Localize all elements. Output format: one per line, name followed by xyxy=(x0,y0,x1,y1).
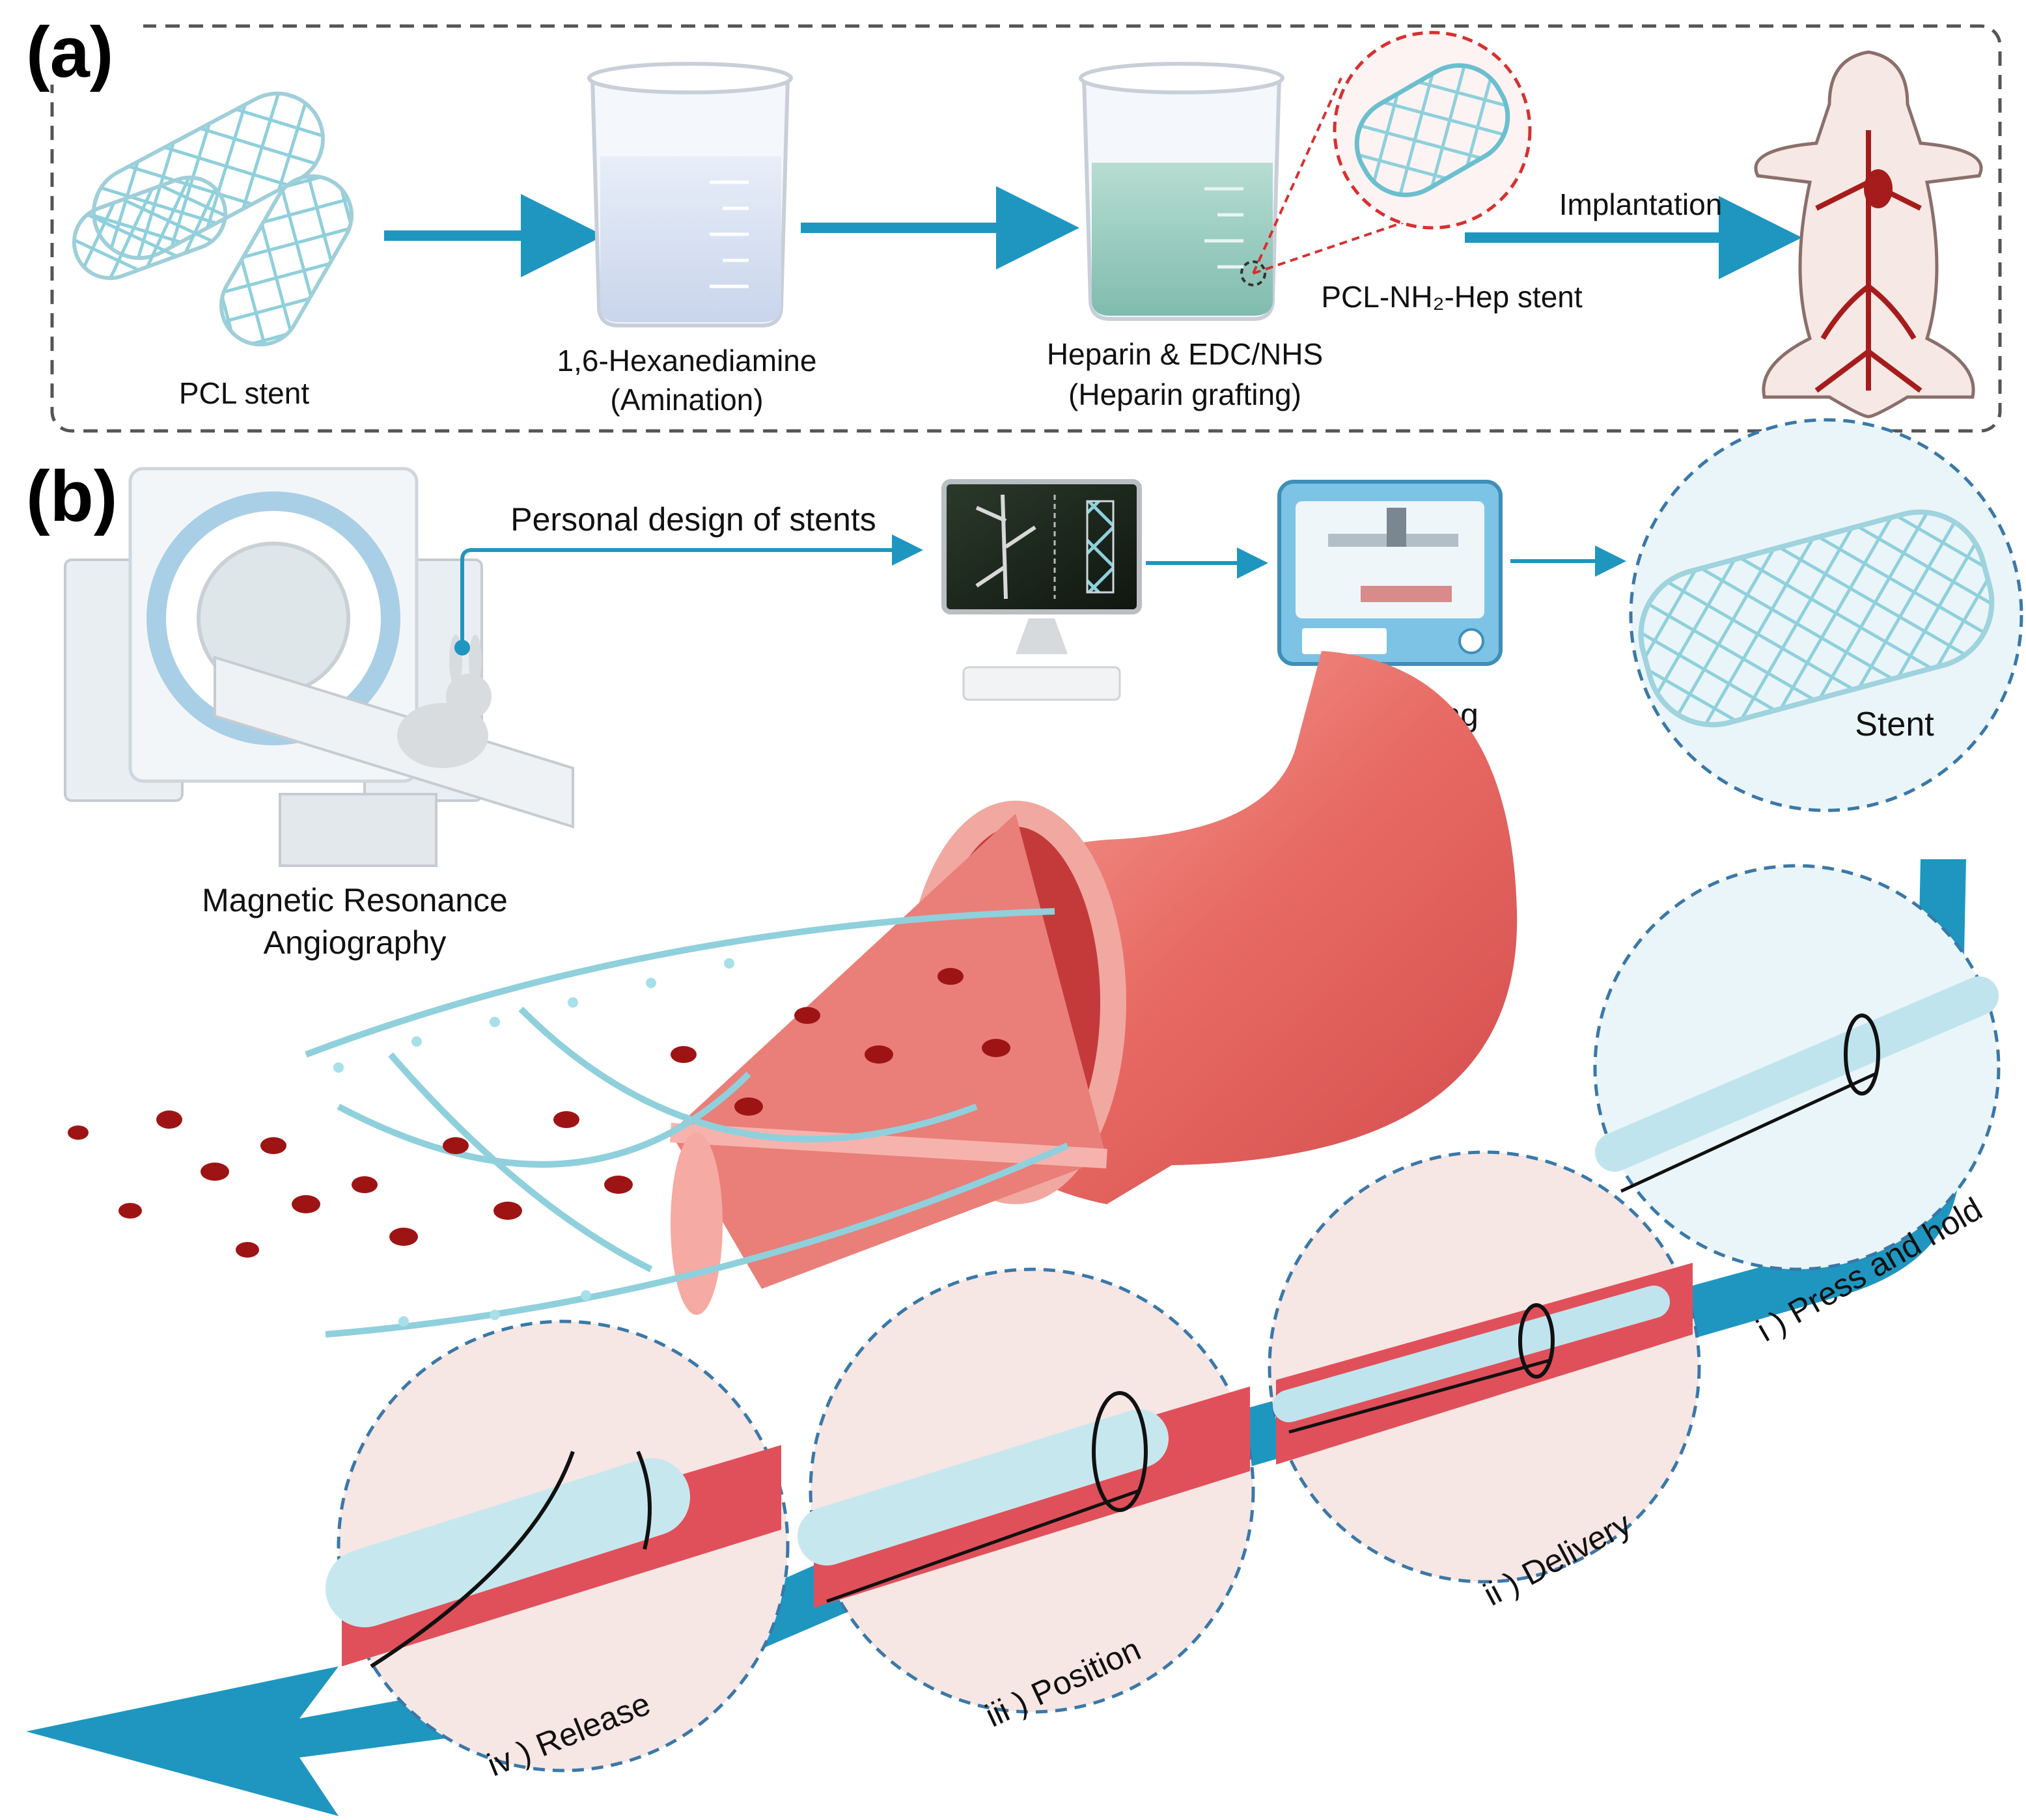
computer-monitor-icon xyxy=(941,479,1142,701)
arrow-b1 xyxy=(460,534,923,644)
amination-line2: (Amination) xyxy=(610,383,763,417)
mra-line2: Angiography xyxy=(264,924,447,961)
panel-a: (a) PCL stent 1,6- xyxy=(20,12,2002,433)
beaker-icon xyxy=(587,62,793,327)
rabbit-icon xyxy=(397,635,492,768)
blood-vessel-icon xyxy=(670,651,1518,1315)
step-ii-circle xyxy=(1268,1150,1701,1584)
stent-in-vessel xyxy=(305,908,1070,1338)
step-iii-circle xyxy=(798,1267,1255,1714)
stent-zoom-circle xyxy=(1629,418,2023,812)
heparin-beaker-icon xyxy=(1079,62,1284,321)
heparin-line1: Heparin & EDC/NHS xyxy=(1047,337,1323,371)
heparin-line2: (Heparin grafting) xyxy=(1068,378,1301,411)
3d-printer-icon xyxy=(1277,480,1503,666)
deployment-step-icon xyxy=(326,864,2001,1772)
rabbit-vasculature-icon xyxy=(1754,50,1983,419)
panel-b: (b) Magnetic Resonance Angiography Perso… xyxy=(26,418,2023,1816)
panel-b-label: (b) xyxy=(26,456,117,536)
step-iv-circle xyxy=(326,1319,790,1772)
pcl-stent-label: PCL stent xyxy=(179,376,310,410)
personal-design-label: Personal design of stents xyxy=(510,501,876,538)
mri-scanner-icon xyxy=(64,467,574,867)
hep-stent-label: PCL-NH₂-Hep stent xyxy=(1321,280,1583,314)
stent-magnifier-icon xyxy=(1252,31,1532,275)
pcl-stent-icon xyxy=(72,91,354,347)
mra-line1: Magnetic Resonance xyxy=(202,882,508,918)
stent-label: Stent xyxy=(1855,706,1934,743)
red-blood-cell-icon xyxy=(68,968,1010,1258)
amination-line1: 1,6-Hexanediamine xyxy=(557,344,817,378)
panel-a-dashed-border xyxy=(50,24,2002,433)
panel-a-label: (a) xyxy=(26,12,113,92)
implantation-label: Implantation xyxy=(1559,187,1723,221)
step-i-circle xyxy=(1593,864,2001,1271)
